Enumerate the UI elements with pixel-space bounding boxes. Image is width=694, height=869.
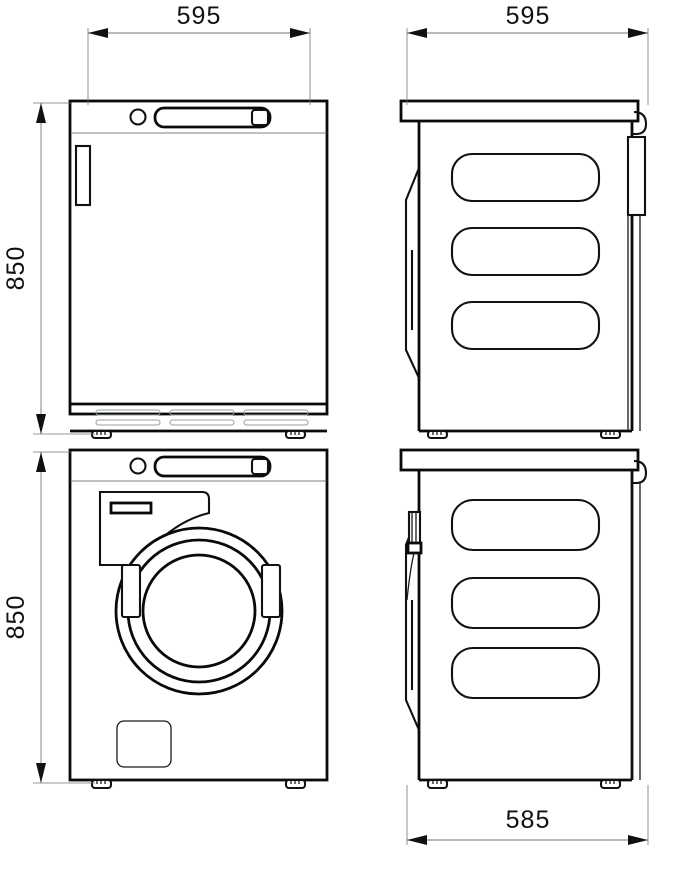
dryer-side-rear-handle-icon	[632, 110, 648, 136]
dryer-side-foot-left	[426, 429, 449, 440]
dimension-arrow-right-icon	[628, 28, 648, 38]
dryer-door-hinge-strip	[74, 144, 92, 207]
washer-side-door-latch-detail	[406, 510, 423, 601]
washer-side-latch-stem	[406, 552, 415, 601]
dryer-display-bar	[153, 106, 272, 129]
washer-rotary-knob-icon	[129, 457, 147, 475]
dryer-side-foot-right	[599, 429, 622, 440]
dimension-arrow-right-icon	[628, 835, 648, 845]
dimension-arrow-down-icon	[36, 414, 46, 434]
dryer-vent-slot	[243, 409, 309, 416]
dryer-vent-slot	[95, 419, 161, 426]
dimension-front-width: 595	[87, 2, 311, 105]
dimension-washer-height: 850	[2, 451, 95, 784]
washer-side-latch-collar	[406, 541, 423, 555]
front-view-washer	[68, 448, 329, 790]
dimension-label-dryer-height: 850	[2, 246, 30, 291]
dryer-vent-slot	[95, 409, 161, 416]
dimension-label-washer-height: 850	[2, 595, 30, 640]
dimension-side-depth: 585	[406, 785, 649, 845]
dryer-vent-slot	[169, 409, 235, 416]
washer-side-top-lid	[399, 448, 640, 472]
dimension-label-side-depth: 585	[506, 806, 551, 834]
dimension-label-front-width: 595	[177, 2, 222, 30]
washer-side-foot-right	[599, 778, 622, 790]
dimension-arrow-up-icon	[36, 452, 46, 472]
dimension-dryer-height: 850	[2, 102, 95, 435]
washer-drawer-handle-slot	[109, 501, 153, 515]
dryer-side-door-edge-profile	[404, 167, 420, 379]
dryer-vent-slot	[243, 419, 309, 426]
washer-foot-right	[284, 778, 307, 790]
dryer-side-panel-recess	[450, 300, 601, 351]
dryer-side-rear-handle-bar	[626, 135, 647, 217]
side-view-dryer	[399, 99, 648, 440]
dryer-display-button-icon	[250, 108, 270, 127]
dimension-arrow-up-icon	[36, 103, 46, 123]
washer-door-latch-tab	[260, 563, 282, 619]
dryer-side-panel-recess	[450, 226, 601, 277]
dimension-arrow-left-icon	[407, 835, 427, 845]
front-view-dryer	[68, 99, 329, 440]
washer-foot-left	[90, 778, 113, 790]
dryer-side-panel-recess	[450, 152, 601, 203]
washer-side-panel-recess	[450, 498, 601, 552]
dryer-vent-slot	[169, 419, 235, 426]
dryer-vent-grille	[95, 409, 309, 426]
washer-display-button-icon	[250, 457, 270, 476]
washer-side-rear-handle-icon	[632, 459, 648, 485]
side-view-washer	[399, 448, 648, 790]
dryer-side-top-lid	[399, 99, 640, 123]
dryer-body-outline	[68, 99, 329, 416]
dryer-foot-right	[284, 429, 307, 440]
washer-display-bar	[153, 455, 272, 478]
washer-filter-access-flap	[116, 720, 172, 768]
dryer-foot-left	[90, 429, 113, 440]
dimension-arrow-right-icon	[290, 28, 310, 38]
dimension-arrow-left-icon	[407, 28, 427, 38]
dimension-label-side-width: 595	[506, 2, 551, 30]
dimension-side-width: 595	[406, 2, 649, 105]
washer-door-hinge-tab	[120, 563, 142, 619]
washer-door-inner-glass	[141, 553, 257, 669]
washer-side-foot-left	[426, 778, 449, 790]
washer-side-panel-recess	[450, 576, 601, 630]
dimension-arrow-down-icon	[36, 763, 46, 783]
dryer-rotary-knob-icon	[129, 108, 147, 126]
washer-side-panel-recess	[450, 646, 601, 700]
dimension-arrow-left-icon	[88, 28, 108, 38]
